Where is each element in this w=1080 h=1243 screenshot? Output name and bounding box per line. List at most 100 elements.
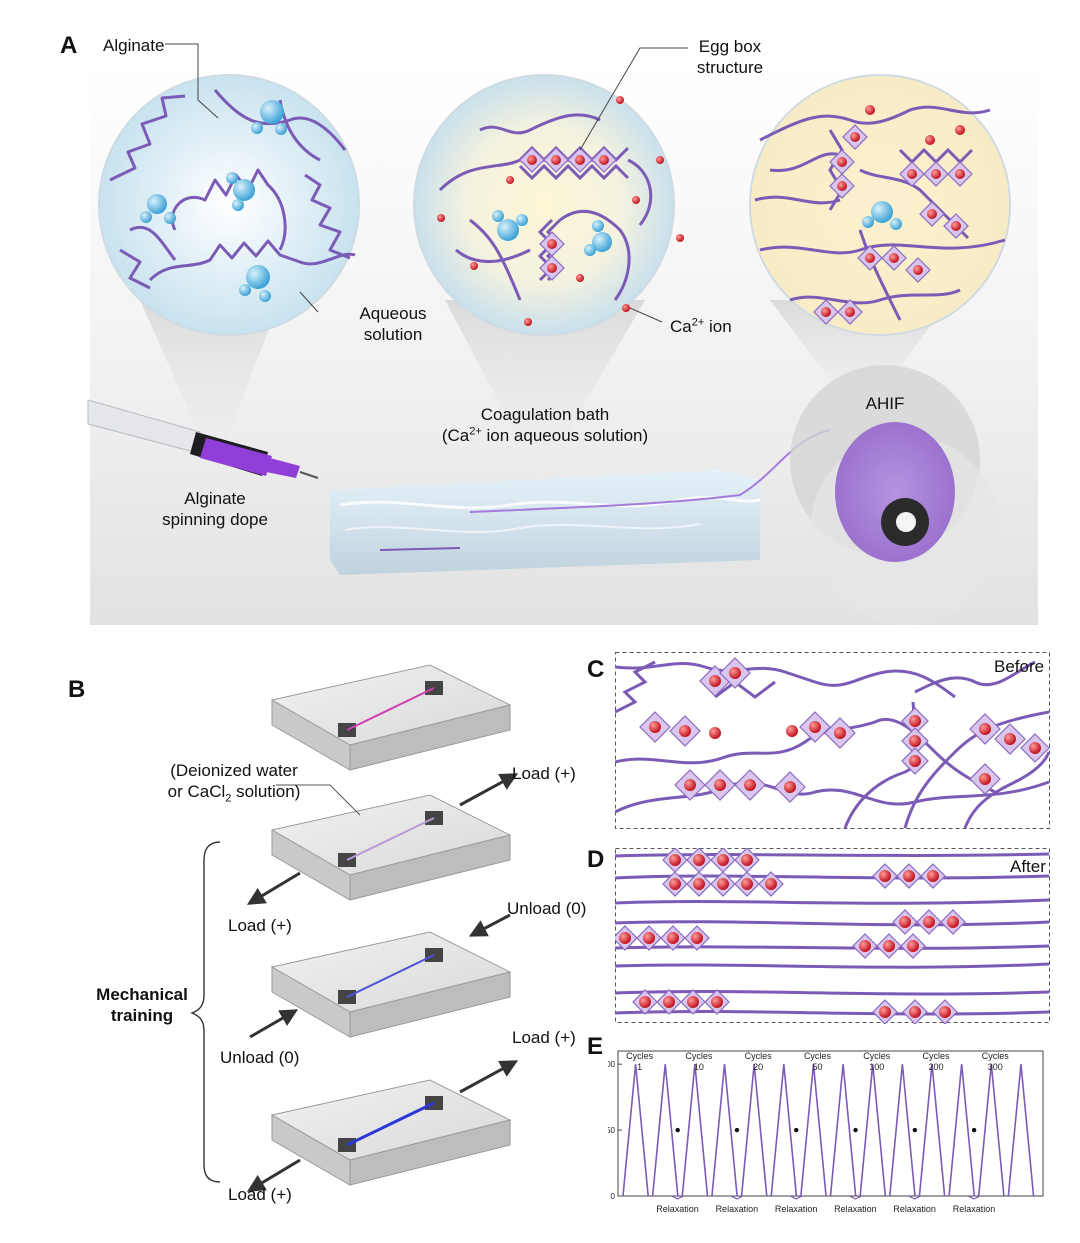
panel-c-label: C bbox=[587, 656, 605, 683]
ahif-spool bbox=[790, 365, 1000, 625]
aqueous-solution-label: Aqueous solution bbox=[348, 303, 438, 345]
relaxation-dip bbox=[730, 1195, 744, 1200]
panel-d-after-network bbox=[615, 848, 1050, 1024]
relaxation-label: Relaxation bbox=[656, 1204, 699, 1214]
solution-label-line2: or CaCl2 solution) bbox=[164, 781, 304, 805]
mechanical-training-label: Mechanical training bbox=[92, 984, 192, 1026]
skip-dot bbox=[971, 1127, 977, 1133]
before-label: Before bbox=[994, 657, 1045, 676]
stress-peak bbox=[977, 1064, 1005, 1197]
y-tick-label: 100 bbox=[608, 1060, 616, 1069]
stress-chart-container: 050100Stress (kPa)Cycles1Cycles10Cycles2… bbox=[601, 1043, 1048, 1233]
coagulation-circle-2 bbox=[413, 74, 684, 336]
skip-dot bbox=[853, 1127, 858, 1133]
panel-a-label: A bbox=[60, 32, 78, 59]
cycle-number: 20 bbox=[753, 1062, 763, 1072]
cycle-label: Cycles bbox=[745, 1051, 773, 1061]
stress-peak bbox=[829, 1064, 857, 1197]
stress-peak bbox=[1007, 1064, 1035, 1197]
solution-line2-post: solution) bbox=[231, 782, 301, 801]
cycle-number: 10 bbox=[694, 1062, 704, 1072]
skip-dot bbox=[912, 1127, 918, 1133]
load-label-1: Load (+) bbox=[512, 764, 576, 783]
stress-peak bbox=[711, 1064, 738, 1197]
egg-box-label: Egg box structure bbox=[680, 36, 780, 78]
cycle-label: Cycles bbox=[626, 1051, 654, 1061]
cycle-number: 1 bbox=[637, 1062, 642, 1072]
stress-peak bbox=[770, 1064, 798, 1197]
ca-ion-text: Ca bbox=[670, 317, 692, 336]
tray-2 bbox=[246, 773, 519, 905]
bath-line2-pre: (Ca bbox=[441, 426, 470, 445]
stress-peak bbox=[948, 1064, 976, 1197]
plot-frame bbox=[617, 1050, 1044, 1197]
solution-label-line1: (Deionized water bbox=[170, 761, 298, 780]
tray-3 bbox=[249, 913, 512, 1039]
relaxation-label: Relaxation bbox=[834, 1204, 877, 1214]
stress-peak bbox=[681, 1064, 709, 1197]
ahif-label: AHIF bbox=[865, 394, 905, 413]
skip-dot bbox=[794, 1127, 799, 1133]
relaxation-dip bbox=[789, 1195, 803, 1200]
panel-a-illustration bbox=[87, 43, 1038, 625]
cycle-label: Cycles bbox=[923, 1051, 951, 1061]
cycle-number: 50 bbox=[812, 1062, 822, 1072]
panel-b-label: B bbox=[68, 676, 86, 703]
ca-ion-suffix: ion bbox=[704, 317, 732, 336]
unload-label-1: Unload (0) bbox=[507, 899, 587, 918]
stress-peak bbox=[740, 1064, 768, 1197]
relaxation-label: Relaxation bbox=[775, 1204, 818, 1214]
panel-b-illustration bbox=[190, 664, 519, 1192]
cycle-label: Cycles bbox=[982, 1051, 1010, 1061]
cycle-number: 200 bbox=[929, 1062, 944, 1072]
stress-peak bbox=[622, 1064, 649, 1197]
y-tick-label: 0 bbox=[611, 1192, 616, 1201]
solution-line2-sub: 2 bbox=[225, 792, 232, 805]
load-label-3: Load (+) bbox=[512, 1028, 576, 1047]
mechanical-training-line1: Mechanical bbox=[96, 985, 188, 1004]
solution-circle-1 bbox=[98, 74, 360, 336]
load-label-4: Load (+) bbox=[228, 1185, 292, 1204]
unload-label-2: Unload (0) bbox=[220, 1048, 300, 1067]
cycle-number: 300 bbox=[988, 1062, 1003, 1072]
cycle-label: Cycles bbox=[804, 1051, 832, 1061]
gel-circle-3 bbox=[749, 74, 1011, 336]
mechanical-training-line2: training bbox=[110, 1006, 174, 1025]
tray-1 bbox=[270, 664, 512, 771]
relaxation-dip bbox=[967, 1195, 981, 1200]
stress-peak bbox=[918, 1064, 946, 1197]
stress-peak bbox=[651, 1064, 679, 1197]
after-label: After bbox=[1010, 857, 1046, 876]
relaxation-label: Relaxation bbox=[893, 1204, 936, 1214]
relaxation-dip bbox=[849, 1195, 862, 1200]
panel-e-label: E bbox=[587, 1033, 604, 1060]
egg-box-label-line2: structure bbox=[696, 58, 764, 77]
bath-line2-sup: 2+ bbox=[469, 425, 482, 438]
solution-line2-pre: or CaCl bbox=[167, 782, 226, 801]
stress-peak bbox=[800, 1064, 827, 1197]
syringe bbox=[87, 399, 319, 479]
relaxation-dip bbox=[908, 1195, 921, 1200]
aqueous-solution-line1: Aqueous bbox=[359, 304, 427, 323]
cycle-label: Cycles bbox=[863, 1051, 891, 1061]
coagulation-bath-line1: Coagulation bath bbox=[480, 405, 610, 424]
aqueous-solution-line2: solution bbox=[363, 325, 423, 344]
y-tick-label: 50 bbox=[608, 1126, 616, 1135]
ca-ion-label: Ca2+ ion bbox=[670, 316, 732, 337]
skip-dot bbox=[675, 1127, 680, 1133]
tray-4 bbox=[246, 1060, 519, 1192]
ca-ion-charge: 2+ bbox=[691, 316, 705, 329]
load-label-2: Load (+) bbox=[228, 916, 292, 935]
spinning-dope-line2: spinning dope bbox=[162, 510, 268, 529]
alginate-label: Alginate bbox=[103, 36, 165, 55]
spinning-dope-line1: Alginate bbox=[184, 489, 246, 508]
skip-dot bbox=[734, 1127, 740, 1133]
relaxation-label: Relaxation bbox=[716, 1204, 759, 1214]
relaxation-label: Relaxation bbox=[953, 1204, 996, 1214]
egg-box-label-line1: Egg box bbox=[698, 37, 762, 56]
spinning-dope-label: Alginate spinning dope bbox=[150, 488, 280, 530]
bath-line2-post: ion aqueous solution) bbox=[481, 426, 649, 445]
panel-d-label: D bbox=[587, 846, 605, 873]
solution-label: (Deionized water or CaCl2 solution) bbox=[164, 760, 304, 805]
coagulation-bath-line2: (Ca2+ ion aqueous solution) bbox=[420, 425, 670, 446]
